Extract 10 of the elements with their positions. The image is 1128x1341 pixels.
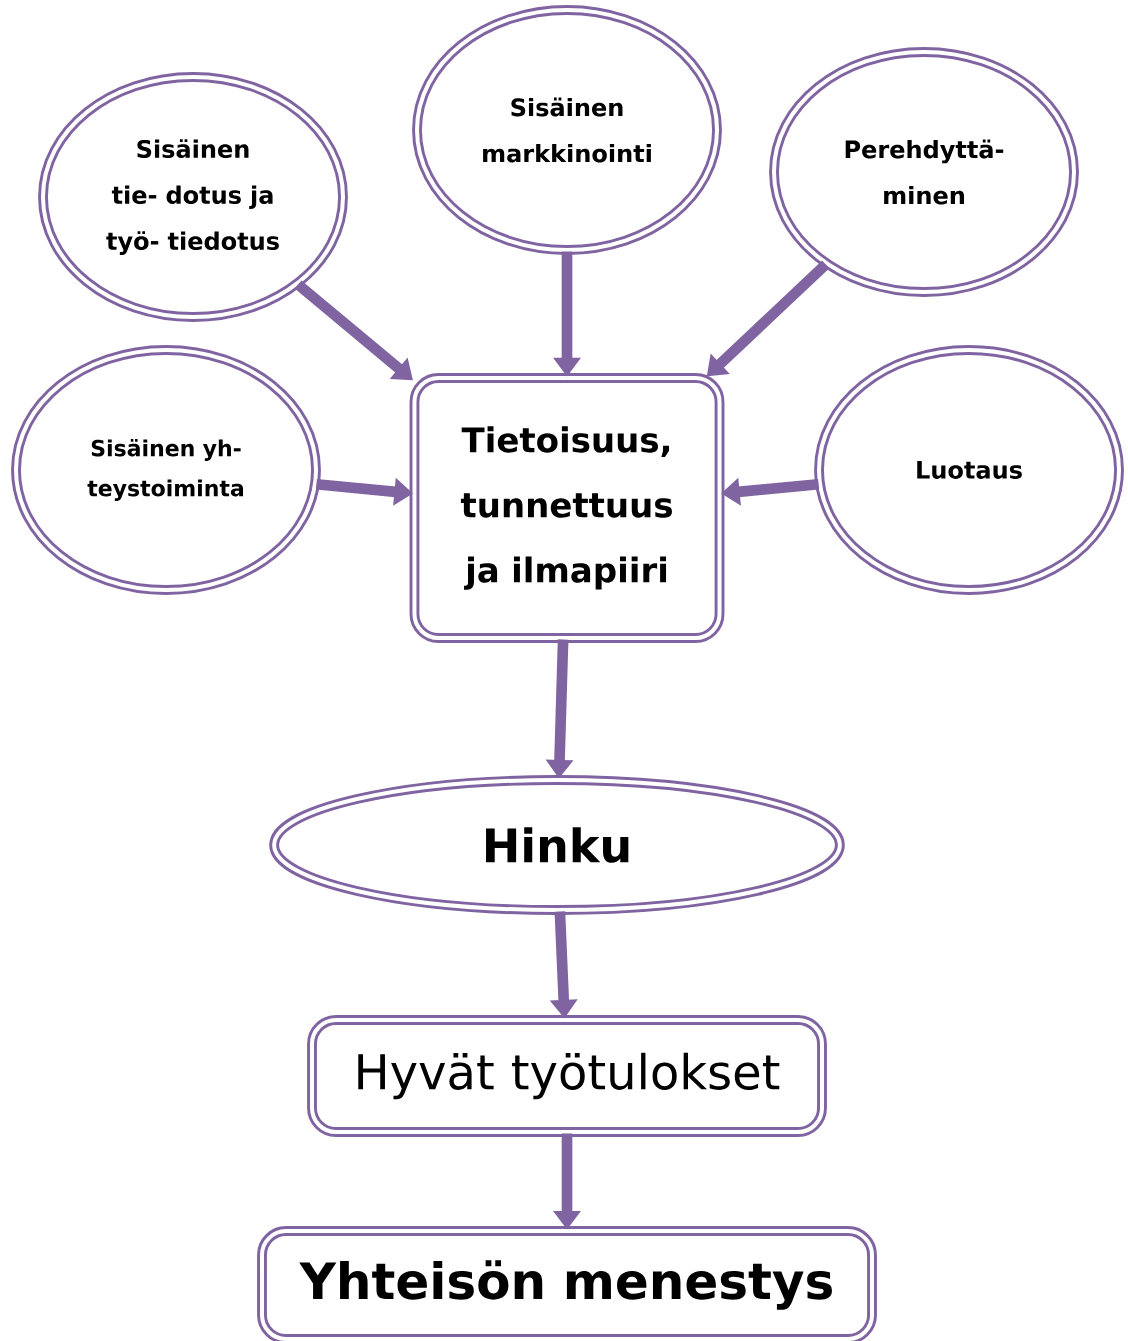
ellipse-node: Sisäinen tie- dotus ja työ- tiedotus bbox=[38, 72, 348, 322]
rounded-box: Hyvät työtulokset bbox=[307, 1015, 827, 1137]
ellipse-node: Hinku bbox=[269, 775, 845, 915]
arrow bbox=[294, 280, 413, 381]
ellipse-node: Sisäinen yh- teystoiminta bbox=[11, 345, 321, 595]
ellipse-node: Luotaus bbox=[814, 345, 1124, 595]
rounded-box: Tietoisuus, tunnettuus ja ilmapiiri bbox=[409, 373, 725, 643]
ellipse-node: Sisäinen markkinointi bbox=[412, 5, 722, 255]
rounded-box: Yhteisön menestys bbox=[257, 1226, 877, 1341]
ellipse-node: Perehdyttä- minen bbox=[769, 47, 1079, 297]
